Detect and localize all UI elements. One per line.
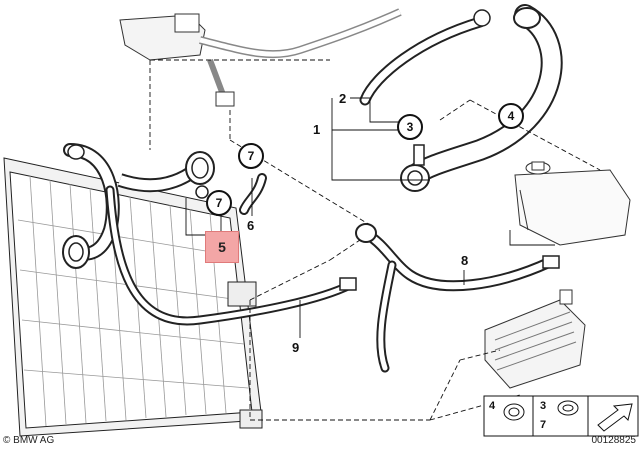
small-bypass-hose [239,173,267,215]
expansion-tank [514,161,631,246]
part-label-5-highlighted: 5 [205,231,239,263]
part-label-9: 9 [292,340,300,355]
part-label-1: 1 [313,122,321,137]
part-label-6: 6 [247,218,255,233]
part-callout-7-upper: 7 [238,143,264,169]
thermostat-hose [117,151,215,199]
legend-label-4: 4 [489,400,496,412]
diagram-code: 00128825 [591,435,637,446]
part-label-2: 2 [339,91,347,106]
legend-label-3: 3 [540,400,547,412]
legend-label-7: 7 [540,419,547,431]
heat-exchanger [484,289,586,389]
engine-coolant-housing [119,8,402,107]
legend-box [483,395,639,437]
part-callout-4: 4 [498,103,524,129]
lower-long-hose [105,185,357,326]
copyright-text: © BMW AG [3,435,55,446]
part-callout-7-lower: 7 [206,190,232,216]
part-label-8: 8 [461,253,469,268]
lower-center-hose [355,223,560,373]
part-callout-3: 3 [397,114,423,140]
upper-right-hose [359,4,563,192]
